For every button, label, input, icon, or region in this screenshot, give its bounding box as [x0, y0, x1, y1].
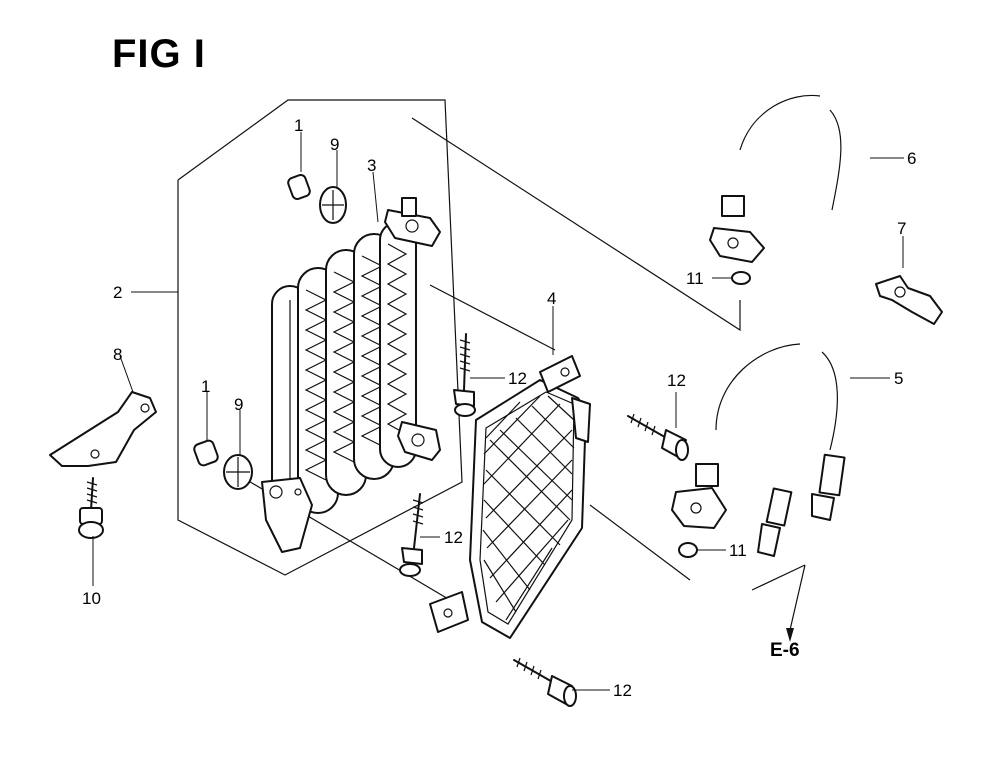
cooler-guard	[429, 355, 591, 639]
figure-title: FIG I	[112, 32, 206, 76]
collar-upper	[287, 173, 311, 201]
cooler-top-flange	[384, 197, 441, 247]
stay-bracket	[49, 391, 157, 467]
callout-7: 7	[897, 219, 906, 238]
callout-3: 3	[367, 156, 376, 175]
assembly-boundary	[177, 99, 463, 576]
callout-2: 2	[113, 283, 122, 302]
guard-mesh	[482, 395, 575, 621]
bolt-12-mid	[627, 413, 689, 461]
callout-4: 4	[547, 289, 556, 308]
bolt-10	[78, 477, 104, 539]
callout-1-lower: 1	[201, 377, 210, 396]
callout-12-lower: 12	[444, 528, 463, 547]
callout-10: 10	[82, 589, 101, 608]
grommet-lower	[223, 454, 253, 490]
bolt-12-upper	[453, 333, 476, 417]
guide-lines	[229, 117, 806, 642]
callout-5: 5	[894, 369, 903, 388]
callout-labels: 1 9 3 2 8 1 9 10 12 4 12 12 12 6 7 11 5 …	[82, 116, 916, 700]
o-ring-upper	[731, 271, 751, 285]
callout-11-lower: 11	[729, 541, 747, 560]
oil-hose-6	[709, 77, 864, 557]
callout-12-mid: 12	[667, 371, 686, 390]
callout-9-lower: 9	[234, 395, 243, 414]
hose-clamp	[875, 275, 943, 325]
bolt-12-bottom	[513, 657, 577, 707]
callout-1-upper: 1	[294, 116, 303, 135]
oil-cooler	[261, 197, 441, 553]
callout-8: 8	[113, 345, 122, 364]
callout-11-upper: 11	[686, 269, 704, 288]
bolt-12-lower	[399, 493, 424, 577]
callout-12-bottom: 12	[613, 681, 632, 700]
reference-label: E-6	[770, 640, 800, 661]
leader-lines	[92, 132, 904, 691]
collar-lower	[193, 439, 219, 467]
cooler-bottom-flange	[397, 421, 441, 461]
grommet-upper	[319, 186, 347, 224]
callout-9-upper: 9	[330, 135, 339, 154]
callout-6: 6	[907, 149, 916, 168]
oil-hose-5	[671, 328, 848, 529]
o-ring-lower	[678, 542, 698, 558]
cooler-lower-bracket	[261, 477, 313, 553]
callout-12-upper: 12	[508, 369, 527, 388]
